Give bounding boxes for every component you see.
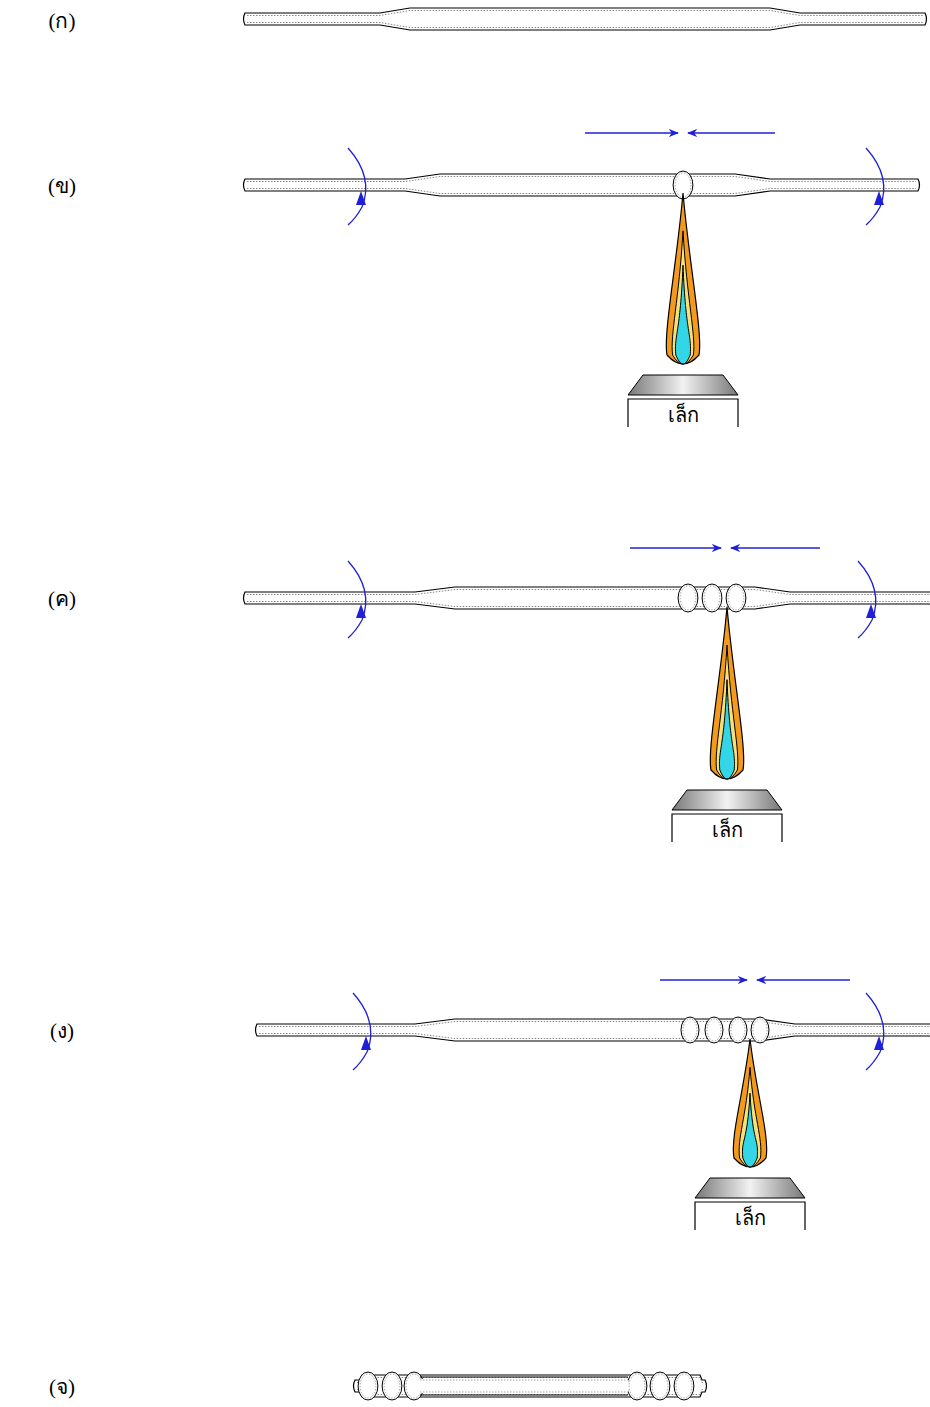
rotation-arrow xyxy=(348,148,366,225)
rotation-arrow xyxy=(348,561,366,638)
glass-tube-body xyxy=(420,1377,628,1395)
rotation-arrowhead xyxy=(361,1036,371,1050)
rotation-arrowhead xyxy=(874,1036,884,1050)
step-label: (ก) xyxy=(49,4,76,37)
step-label: (ข) xyxy=(48,169,76,202)
rotation-arrowhead xyxy=(874,191,884,205)
rotation-arrow xyxy=(353,993,371,1070)
burner-label: เล็ก xyxy=(712,814,743,846)
rotation-arrowhead xyxy=(866,604,876,618)
rotation-arrow xyxy=(866,148,884,225)
push-arrow xyxy=(585,133,775,134)
burner-label: เล็ก xyxy=(735,1202,766,1234)
glass-bulge xyxy=(678,584,746,612)
glass-tube-body xyxy=(420,1379,628,1393)
step-label: (ค) xyxy=(48,582,76,615)
burner-flame xyxy=(733,1039,766,1167)
step-label: (จ) xyxy=(49,1370,75,1403)
burner-label: เล็ก xyxy=(668,399,699,431)
burner-flame xyxy=(666,193,699,364)
glass-bulge xyxy=(681,1017,769,1043)
push-arrow xyxy=(630,548,820,549)
rotation-arrow xyxy=(858,561,876,638)
step-label: (ง) xyxy=(50,1014,74,1047)
glass-bulge xyxy=(358,1372,694,1400)
glass-tube xyxy=(256,1019,930,1041)
rotation-arrow xyxy=(866,993,884,1070)
glass-tube xyxy=(244,8,927,30)
push-arrow xyxy=(660,980,850,981)
glass-tube-body xyxy=(420,1380,628,1392)
glass-tube xyxy=(244,174,920,196)
rotation-arrowhead xyxy=(356,191,366,205)
burner-flame xyxy=(710,607,743,779)
rotation-arrowhead xyxy=(356,604,366,618)
glass-tube xyxy=(244,587,930,609)
